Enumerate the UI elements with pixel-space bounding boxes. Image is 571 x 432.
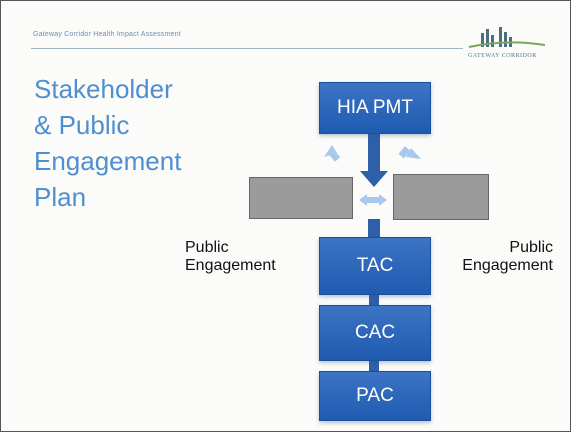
arrow-down-icon: [369, 359, 379, 371]
public-engagement-left: Public Engagement: [185, 239, 276, 275]
arrow-down-icon: [360, 133, 388, 187]
arrow-diagonal-left-icon: [324, 145, 341, 162]
hia-pmt-box: HIA PMT: [319, 82, 431, 134]
public-engagement-right: Public Engagement: [445, 239, 553, 275]
pac-box: PAC: [319, 371, 431, 421]
header-divider: [31, 48, 463, 49]
public-engagement-line: Engagement: [185, 257, 276, 274]
gray-note-box-right: [393, 174, 489, 220]
title-line: Stakeholder: [34, 74, 173, 104]
cac-box: CAC: [319, 305, 431, 361]
title-line: Plan: [34, 182, 87, 212]
gray-note-box-left: [249, 177, 353, 219]
public-engagement-line: Engagement: [462, 257, 553, 274]
header-title: Gateway Corridor Health Impact Assessmen…: [33, 31, 181, 38]
arrow-down-icon: [369, 293, 379, 305]
title-line: Engagement: [34, 146, 182, 176]
tac-box: TAC: [319, 237, 431, 295]
double-arrow-icon: [359, 194, 387, 206]
skyline-logo-icon: [468, 27, 546, 48]
arrow-diagonal-right-icon: [398, 146, 421, 159]
title-line: & Public: [34, 110, 130, 140]
public-engagement-line: Public: [509, 239, 553, 256]
slide-title: Stakeholder & Public Engagement Plan: [34, 71, 234, 215]
public-engagement-line: Public: [185, 239, 229, 256]
arrow-down-icon: [368, 219, 380, 237]
logo-text: GATEWAY CORRIDOR: [468, 53, 537, 59]
